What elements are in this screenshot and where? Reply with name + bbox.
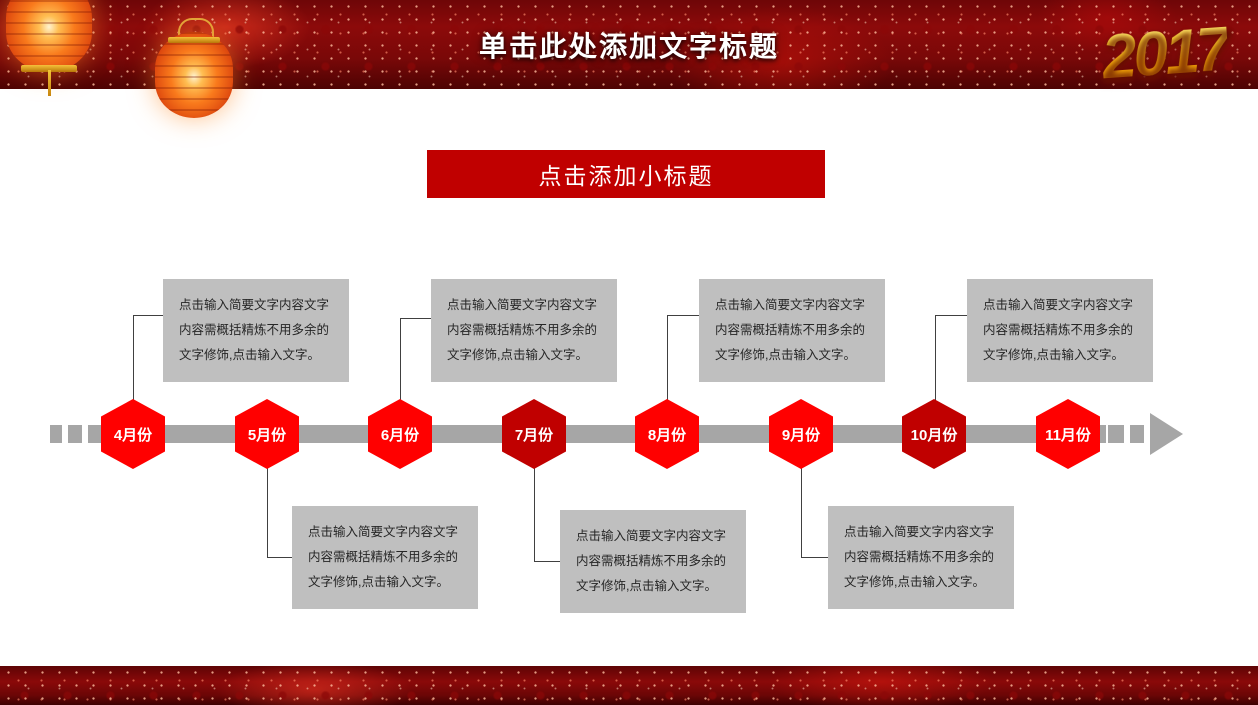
connector-line-4-horizontal [534, 561, 562, 562]
callout-text-6: 点击输入简要文字内容文字内容需概括精炼不用多余的文字修饰,点击输入文字。 [844, 525, 995, 589]
lantern-hook-right [178, 18, 214, 40]
callout-box-3[interactable]: 点击输入简要文字内容文字内容需概括精炼不用多余的文字修饰,点击输入文字。 [431, 279, 617, 382]
connector-line-6-vertical [801, 462, 802, 557]
timeline-bar [108, 425, 1106, 443]
callout-text-7: 点击输入简要文字内容文字内容需概括精炼不用多余的文字修饰,点击输入文字。 [983, 298, 1134, 362]
milestone-label-5: 8月份 [647, 426, 687, 444]
timeline-dash-right-1 [1108, 425, 1124, 443]
connector-line-4-vertical [534, 462, 535, 561]
timeline-arrow-icon [1150, 413, 1183, 455]
subtitle-banner[interactable]: 点击添加小标题 [427, 150, 825, 198]
page-title: 单击此处添加文字标题 [478, 31, 779, 62]
milestone-hexagon-7[interactable]: 10月份 [902, 399, 966, 469]
milestone-label-7: 10月份 [910, 426, 958, 444]
timeline-dash-right-2 [1130, 425, 1144, 443]
callout-box-1[interactable]: 点击输入简要文字内容文字内容需概括精炼不用多余的文字修饰,点击输入文字。 [163, 279, 349, 382]
connector-line-2-horizontal [267, 557, 293, 558]
milestone-hexagon-1[interactable]: 4月份 [101, 399, 165, 469]
milestone-label-4: 7月份 [514, 426, 554, 444]
subtitle-text: 点击添加小标题 [538, 163, 714, 189]
milestone-hexagon-4[interactable]: 7月份 [502, 399, 566, 469]
callout-box-2[interactable]: 点击输入简要文字内容文字内容需概括精炼不用多余的文字修饰,点击输入文字。 [292, 506, 478, 609]
callout-box-4[interactable]: 点击输入简要文字内容文字内容需概括精炼不用多余的文字修饰,点击输入文字。 [560, 510, 746, 613]
timeline-dash-left-2 [68, 425, 82, 443]
connector-line-3-vertical [400, 318, 401, 405]
bottom-decorative-band [0, 666, 1258, 705]
callout-text-2: 点击输入简要文字内容文字内容需概括精炼不用多余的文字修饰,点击输入文字。 [308, 525, 459, 589]
lantern-tassel-left [48, 70, 51, 96]
timeline-dash-left-3 [88, 425, 104, 443]
milestone-hexagon-8[interactable]: 11月份 [1036, 399, 1100, 469]
connector-line-2-vertical [267, 462, 268, 557]
callout-box-5[interactable]: 点击输入简要文字内容文字内容需概括精炼不用多余的文字修饰,点击输入文字。 [699, 279, 885, 382]
callout-text-4: 点击输入简要文字内容文字内容需概括精炼不用多余的文字修饰,点击输入文字。 [576, 529, 727, 593]
callout-box-6[interactable]: 点击输入简要文字内容文字内容需概括精炼不用多余的文字修饰,点击输入文字。 [828, 506, 1014, 609]
lantern-icon-right [155, 32, 233, 118]
milestone-hexagon-2[interactable]: 5月份 [235, 399, 299, 469]
milestone-label-3: 6月份 [380, 426, 420, 444]
callout-box-7[interactable]: 点击输入简要文字内容文字内容需概括精炼不用多余的文字修饰,点击输入文字。 [967, 279, 1153, 382]
connector-line-3-horizontal [400, 318, 434, 319]
milestone-label-6: 9月份 [781, 426, 821, 444]
milestone-label-8: 11月份 [1045, 426, 1091, 444]
lantern-icon-left [6, 0, 92, 72]
callout-text-5: 点击输入简要文字内容文字内容需概括精炼不用多余的文字修饰,点击输入文字。 [715, 298, 866, 362]
glitter-texture-bottom [0, 666, 1258, 705]
connector-line-5-horizontal [667, 315, 701, 316]
connector-line-6-horizontal [801, 557, 830, 558]
milestone-hexagon-3[interactable]: 6月份 [368, 399, 432, 469]
lantern-cap-left [21, 65, 77, 72]
connector-line-7-horizontal [935, 315, 967, 316]
milestone-hexagon-5[interactable]: 8月份 [635, 399, 699, 469]
lantern-cap-right [168, 37, 220, 43]
milestone-hexagon-6[interactable]: 9月份 [769, 399, 833, 469]
callout-text-1: 点击输入简要文字内容文字内容需概括精炼不用多余的文字修饰,点击输入文字。 [179, 298, 330, 362]
connector-line-5-vertical [667, 315, 668, 405]
connector-line-1-vertical [133, 315, 134, 405]
connector-line-1-horizontal [133, 315, 165, 316]
callout-text-3: 点击输入简要文字内容文字内容需概括精炼不用多余的文字修饰,点击输入文字。 [447, 298, 598, 362]
connector-line-7-vertical [935, 315, 936, 405]
milestone-label-1: 4月份 [113, 426, 153, 444]
timeline-dash-left-1 [50, 425, 62, 443]
milestone-label-2: 5月份 [247, 426, 287, 444]
